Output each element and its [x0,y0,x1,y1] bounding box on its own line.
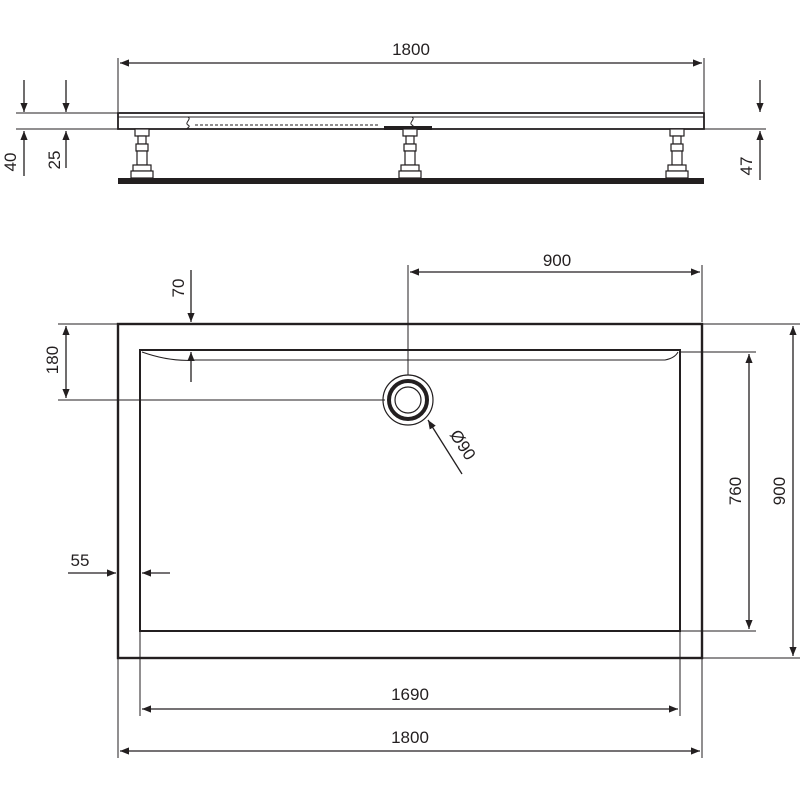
plan-view: 900 70 180 Ø90 55 760 900 1690 [43,251,800,758]
dim-overall-length-side: 1800 [392,40,430,59]
dim-overall-width: 900 [770,477,789,505]
dim-drain-offset-y: 180 [43,346,62,374]
support-leg-left [130,128,154,179]
tray-inner-basin [139,349,681,632]
dim-inner-width: 760 [726,477,745,505]
support-leg-center [398,128,422,179]
waste-outlet [384,126,432,130]
dim-total-height: 40 [1,153,20,172]
dim-leg-height: 47 [737,157,756,176]
dim-drain-offset-x: 900 [543,251,571,270]
dim-rim-offset: 70 [169,279,188,298]
basin-slope-line [141,351,679,361]
dim-overall-length-plan: 1800 [391,728,429,747]
floor-line [118,178,704,184]
drain-grate [394,386,422,414]
leader-drain-diameter [427,419,463,475]
dim-inner-length: 1690 [391,685,429,704]
tray-outer-outline [116,322,704,660]
dim-rim-side-width: 55 [71,551,90,570]
side-view: 1800 40 25 47 [1,40,766,184]
break-line-left [186,116,190,130]
dim-drain-diameter: Ø90 [446,426,479,463]
support-leg-right [665,128,689,179]
dim-tray-thickness: 25 [45,151,64,170]
